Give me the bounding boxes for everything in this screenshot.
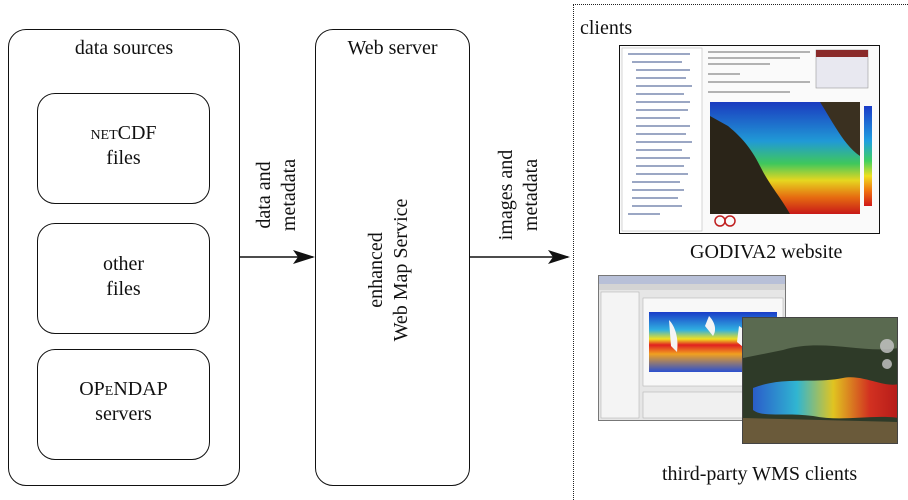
opendap-servers-box (37, 349, 210, 460)
opendap-text: OPeNDAP (79, 378, 168, 400)
images-and-text: images and (495, 149, 517, 241)
netcdf-files-box (37, 93, 210, 204)
metadata-text-2: metadata (520, 158, 542, 232)
data-and-text: data and (253, 161, 275, 229)
thirdparty-caption: third-party WMS clients (662, 463, 858, 485)
other-files-label: other files (37, 252, 210, 302)
godiva2-caption: GODIVA2 website (690, 241, 843, 263)
other-text: other (102, 253, 145, 275)
images-and-metadata-label: images and metadata (494, 140, 544, 250)
godiva2-preview (621, 47, 872, 232)
web-server-box (315, 29, 470, 486)
thirdparty-globe-screenshot (742, 317, 898, 444)
clients-region-border (573, 4, 908, 500)
clients-title: clients (580, 17, 633, 39)
godiva2-screenshot (619, 45, 880, 234)
netcdf-text: netCDF (90, 122, 157, 144)
netcdf-files-label: netCDF files (37, 121, 210, 171)
web-server-title: Web server (347, 37, 438, 59)
opendap-servers-text: servers (95, 403, 152, 425)
other-files-box (37, 223, 210, 334)
opendap-servers-label: OPeNDAP servers (37, 377, 210, 427)
globe-client-preview (743, 318, 897, 443)
netcdf-files-text: files (106, 147, 141, 169)
data-sources-title: data sources (74, 37, 174, 59)
metadata-text-1: metadata (278, 158, 300, 232)
other-files-text: files (106, 278, 141, 300)
data-and-metadata-label: data and metadata (252, 145, 302, 245)
